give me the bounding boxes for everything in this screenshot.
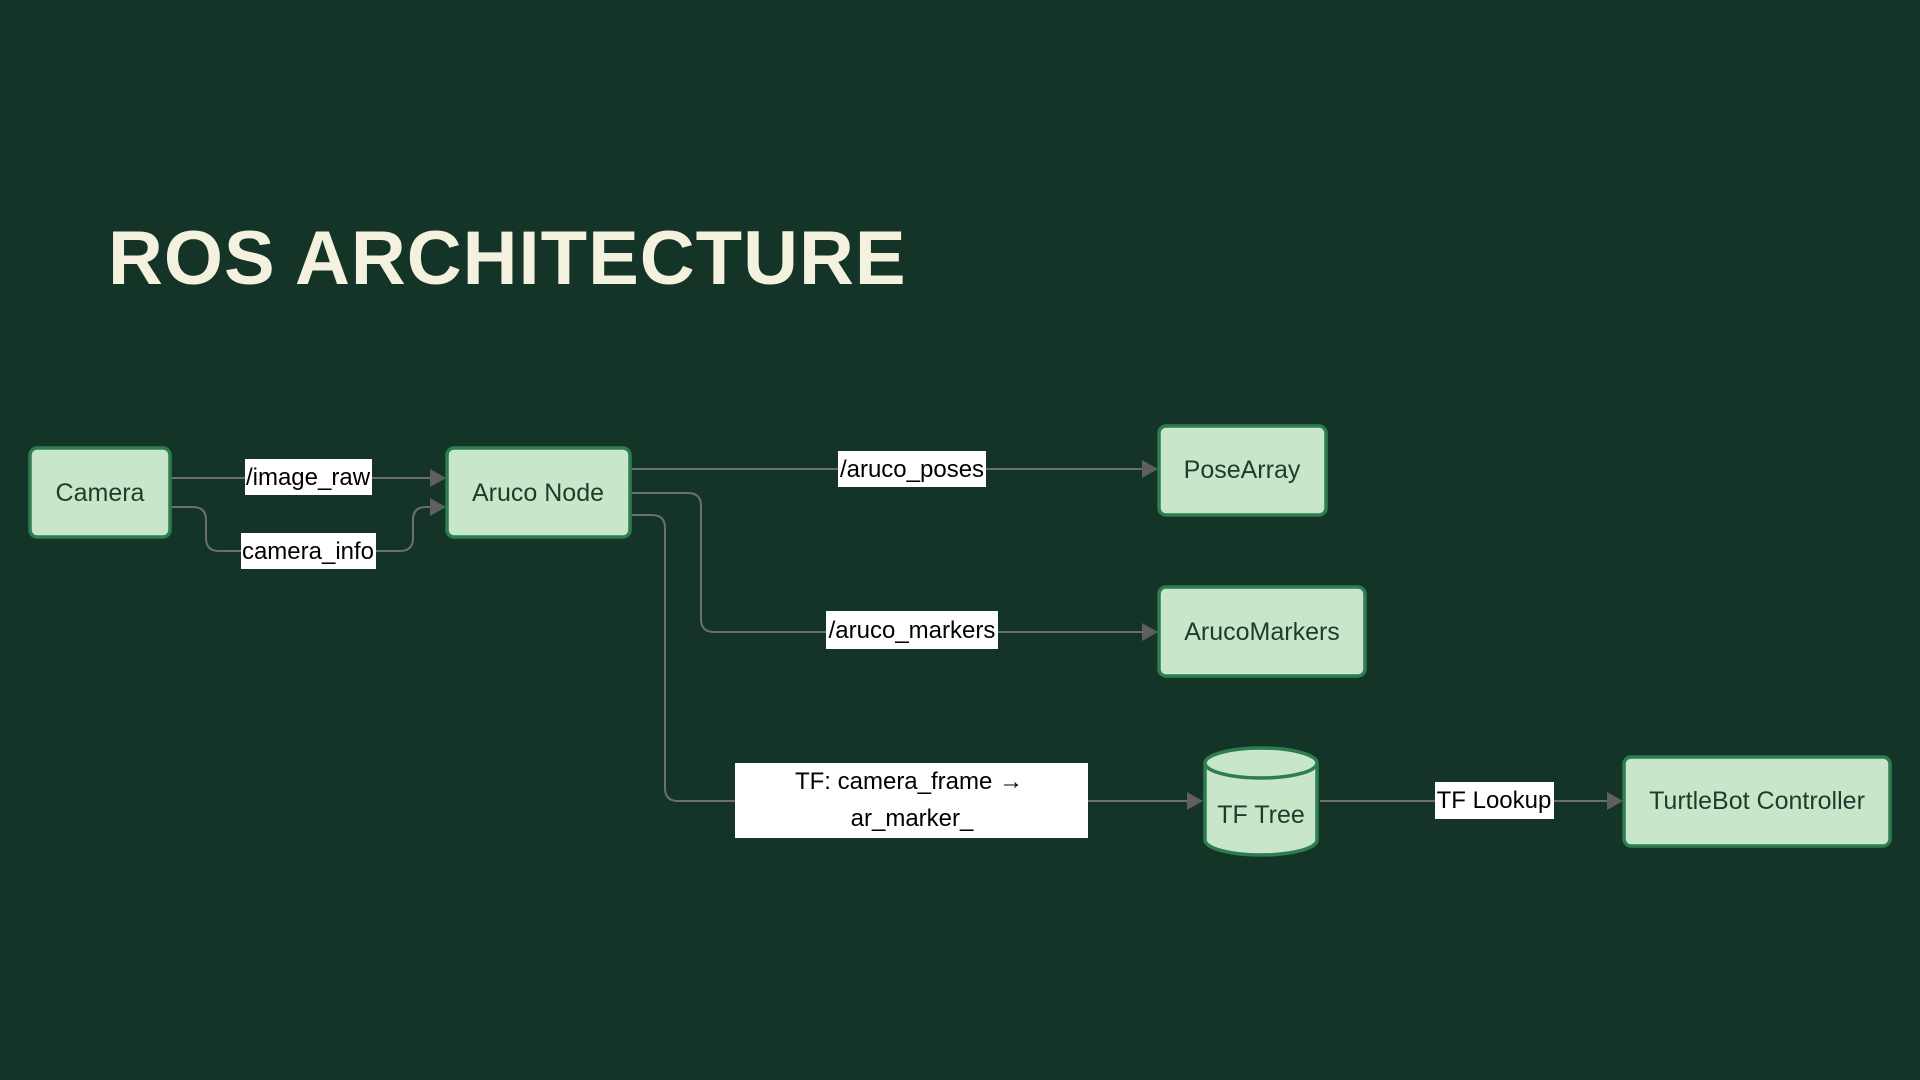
edge-label-aruco-markers: /aruco_markers [829, 617, 996, 644]
node-turtlebot-controller-label: TurtleBot Controller [1649, 787, 1865, 815]
node-aruco-markers-label: ArucoMarkers [1184, 618, 1340, 646]
node-camera-label: Camera [56, 479, 145, 507]
edge-image-raw: /image_raw [170, 459, 446, 495]
edge-tf-lookup: TF Lookup [1320, 782, 1623, 819]
edge-camera-info: camera_info [170, 498, 446, 569]
edge-aruco-poses: /aruco_poses [630, 451, 1158, 487]
node-turtlebot-controller: TurtleBot Controller [1622, 755, 1892, 848]
node-aruco-node: Aruco Node [445, 446, 632, 539]
edge-label-image-raw: /image_raw [246, 464, 371, 491]
edge-label-tf-broadcast-line2: ar_marker_ [851, 805, 974, 832]
edge-aruco-markers: /aruco_markers [630, 492, 1158, 649]
edge-tf-broadcast: TF: camera_frame → ar_marker_ [630, 514, 1203, 838]
edge-label-tf-broadcast-line1: TF: camera_frame → [795, 768, 1023, 795]
slide-title: ROS ARCHITECTURE [108, 216, 907, 301]
node-aruco-markers: ArucoMarkers [1157, 585, 1367, 678]
node-aruco-node-label: Aruco Node [472, 479, 604, 507]
edge-label-tf-lookup: TF Lookup [1437, 787, 1552, 814]
node-camera: Camera [28, 446, 172, 539]
node-tf-tree-cylinder: TF Tree [1203, 746, 1319, 857]
node-tf-tree-label: TF Tree [1217, 801, 1305, 829]
node-pose-array-label: PoseArray [1184, 456, 1301, 484]
node-pose-array: PoseArray [1157, 424, 1328, 517]
edge-label-aruco-poses: /aruco_poses [840, 456, 984, 483]
edge-label-camera-info: camera_info [242, 538, 374, 565]
